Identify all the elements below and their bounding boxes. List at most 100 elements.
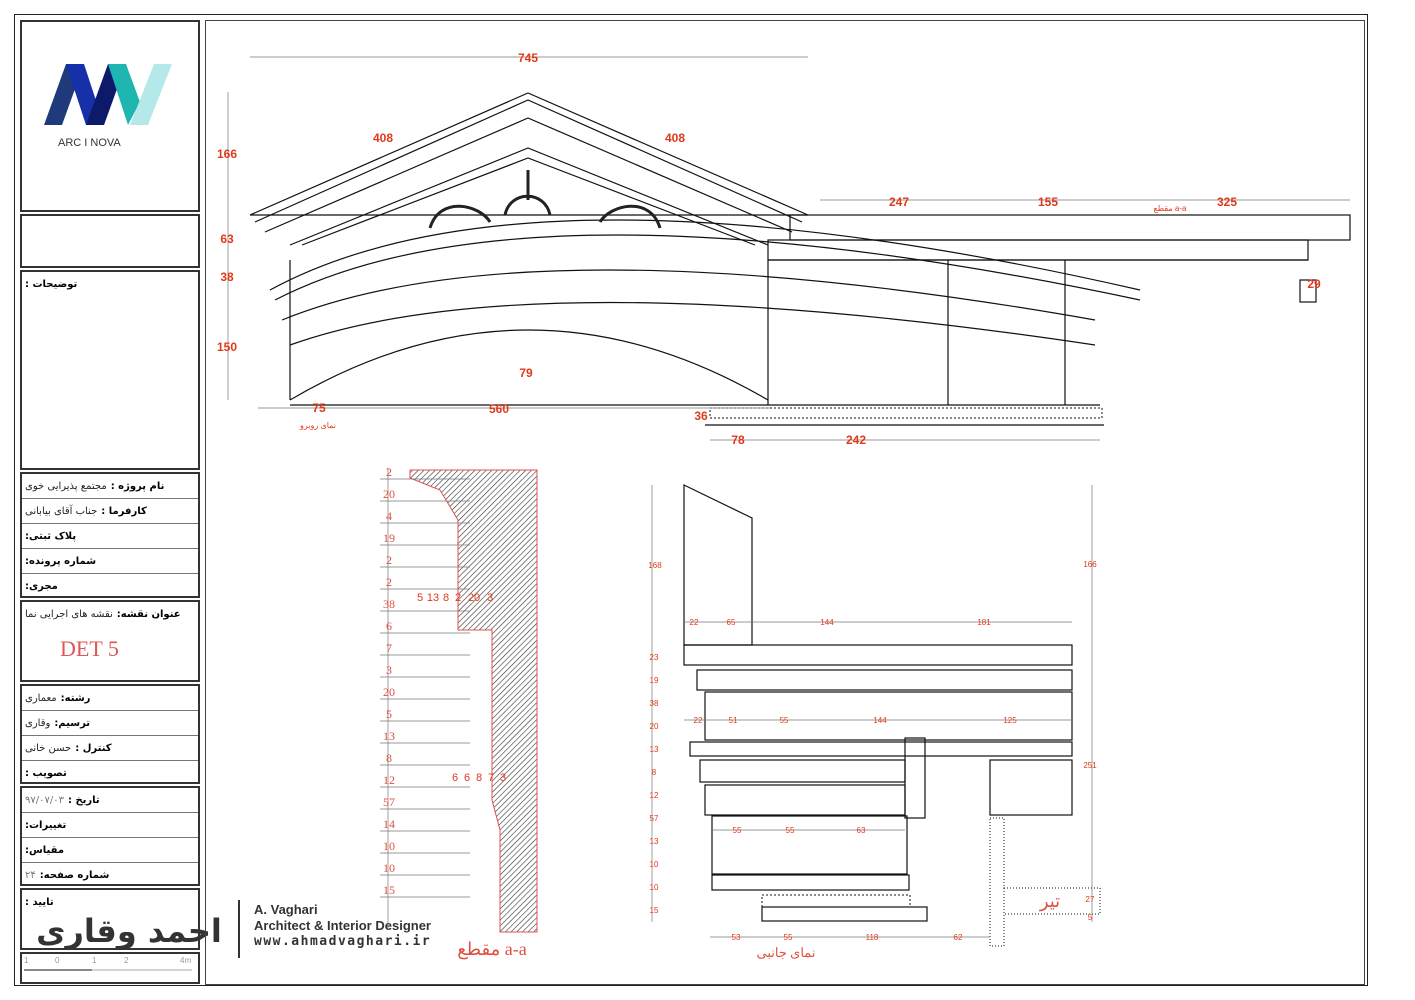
dim-168: 168 <box>648 561 662 570</box>
height-dim: 57 <box>383 795 395 809</box>
drawn: وقاری <box>25 717 51 729</box>
height-dim: 6 <box>386 619 392 633</box>
width-dim: 55 <box>784 933 793 942</box>
height-dim: 12 <box>383 773 395 787</box>
dim-155: 155 <box>1038 195 1058 209</box>
width-dim: 8 <box>443 592 449 604</box>
scale-tick: 0 <box>55 956 60 965</box>
scale-label: مقیاس: <box>25 844 65 856</box>
width-dim: 3 <box>487 592 493 604</box>
height-dim: 10 <box>650 860 659 869</box>
height-dim: 20 <box>383 487 395 501</box>
dim-150: 150 <box>217 340 237 354</box>
discipline-label: رشته: <box>60 692 91 704</box>
width-dim: 5 <box>417 592 423 604</box>
width-dim: 8 <box>476 772 482 784</box>
blank-box <box>20 214 200 268</box>
dim-79: 79 <box>519 366 533 380</box>
beam-label: تیر <box>1039 891 1060 912</box>
arc-nova-logo: ARC I NOVA <box>44 64 172 149</box>
scale-tick: 1 <box>92 956 97 965</box>
width-dim: 53 <box>732 933 741 942</box>
designer-website[interactable]: www.ahmadvaghari.ir <box>254 934 432 949</box>
contractor-label: مجری: <box>25 580 58 592</box>
dim-78: 78 <box>731 433 745 447</box>
logo-text: ARC I NOVA <box>58 137 121 149</box>
dim-251: 251 <box>1083 761 1097 770</box>
width-dim: 125 <box>1003 716 1017 725</box>
designer-role: Architect & Interior Designer <box>254 918 431 933</box>
dim-247: 247 <box>889 195 909 209</box>
height-dim: 5 <box>386 707 392 721</box>
dim-27: 27 <box>1086 895 1095 904</box>
height-dim: 38 <box>650 699 659 708</box>
ornament-carving <box>428 170 662 229</box>
width-dim: 22 <box>694 716 703 725</box>
project-info-box: نام پروژه :مجتمع پذیرایی خوی کارفرما :جن… <box>20 472 200 598</box>
section-mark: مقطع a-a <box>1154 204 1187 213</box>
height-dim: 13 <box>650 837 659 846</box>
date: ۹۷/۰۷/۰۳ <box>25 794 64 806</box>
discipline: معماری <box>25 692 57 704</box>
dentil-band <box>761 894 911 908</box>
dim-63: 63 <box>220 232 234 246</box>
height-dim: 14 <box>383 817 395 831</box>
project-name: مجتمع پذیرایی خوی <box>25 480 107 492</box>
width-dim: 55 <box>786 826 795 835</box>
height-dim: 2 <box>386 575 392 589</box>
dim-745: 745 <box>518 51 538 65</box>
notes-label: توضیحات : <box>25 278 78 290</box>
dim-166: 166 <box>1083 560 1097 569</box>
drawn-label: ترسیم: <box>54 717 91 729</box>
dim-408-right: 408 <box>665 131 685 145</box>
client: جناب آقای بیابانی <box>25 505 98 517</box>
checked: حسن خانی <box>25 742 72 754</box>
confirm-box: تایید : <box>20 888 200 950</box>
width-dim: 181 <box>977 618 991 627</box>
date-label: تاریخ : <box>67 794 100 806</box>
sheet-no: ۲۴ <box>25 869 36 881</box>
pediment-outline <box>249 92 809 216</box>
dim-408-left: 408 <box>373 131 393 145</box>
scale-bar: 1 0 1 2 4m <box>24 956 192 971</box>
width-dim: 13 <box>427 592 439 604</box>
logo-box: ARC I NOVA <box>20 20 200 212</box>
drawing-area <box>205 20 1365 985</box>
checked-label: کنترل : <box>75 742 112 754</box>
dim-5: 5 <box>1088 913 1093 922</box>
width-dim: 62 <box>954 933 963 942</box>
dim-325: 325 <box>1217 195 1237 209</box>
height-dim: 13 <box>650 745 659 754</box>
front-elevation-title: نمای روبرو <box>299 421 336 430</box>
revisions-label: تغییرات: <box>25 819 67 831</box>
dim-36: 36 <box>694 409 708 423</box>
width-dim: 22 <box>690 618 699 627</box>
width-dim: 118 <box>866 933 879 942</box>
sheet-title: نقشه های اجرایی نما <box>25 608 113 620</box>
height-dim: 13 <box>383 729 395 743</box>
dim-38: 38 <box>220 270 234 284</box>
sheet-no-label: شماره صفحه: <box>39 869 110 881</box>
width-dim: 2 <box>455 592 461 604</box>
height-dim: 15 <box>650 906 659 915</box>
width-dim: 55 <box>733 826 742 835</box>
signature-divider <box>238 900 240 958</box>
dim-560: 560 <box>489 402 509 416</box>
notes-box: توضیحات : <box>20 270 200 470</box>
date-box: تاریخ :۹۷/۰۷/۰۳ تغییرات: مقیاس: شماره صف… <box>20 786 200 886</box>
width-dim: 144 <box>873 716 887 725</box>
height-dim: 8 <box>386 751 392 765</box>
front-elevation: 745 408 408 166 63 38 150 75 560 79 247 … <box>217 51 1351 447</box>
project-name-label: نام پروژه : <box>110 480 165 492</box>
section-aa-title: مقطع a-a <box>457 939 527 960</box>
plot-label: پلاک ثبتی: <box>25 530 77 542</box>
width-dim: 51 <box>729 716 738 725</box>
scale-tick: 1 <box>24 956 29 965</box>
width-dim: 63 <box>857 826 866 835</box>
height-dim: 19 <box>650 676 659 685</box>
confirm-label: تایید : <box>25 896 54 908</box>
scale-bar-box: 1 0 1 2 4m <box>20 952 200 984</box>
